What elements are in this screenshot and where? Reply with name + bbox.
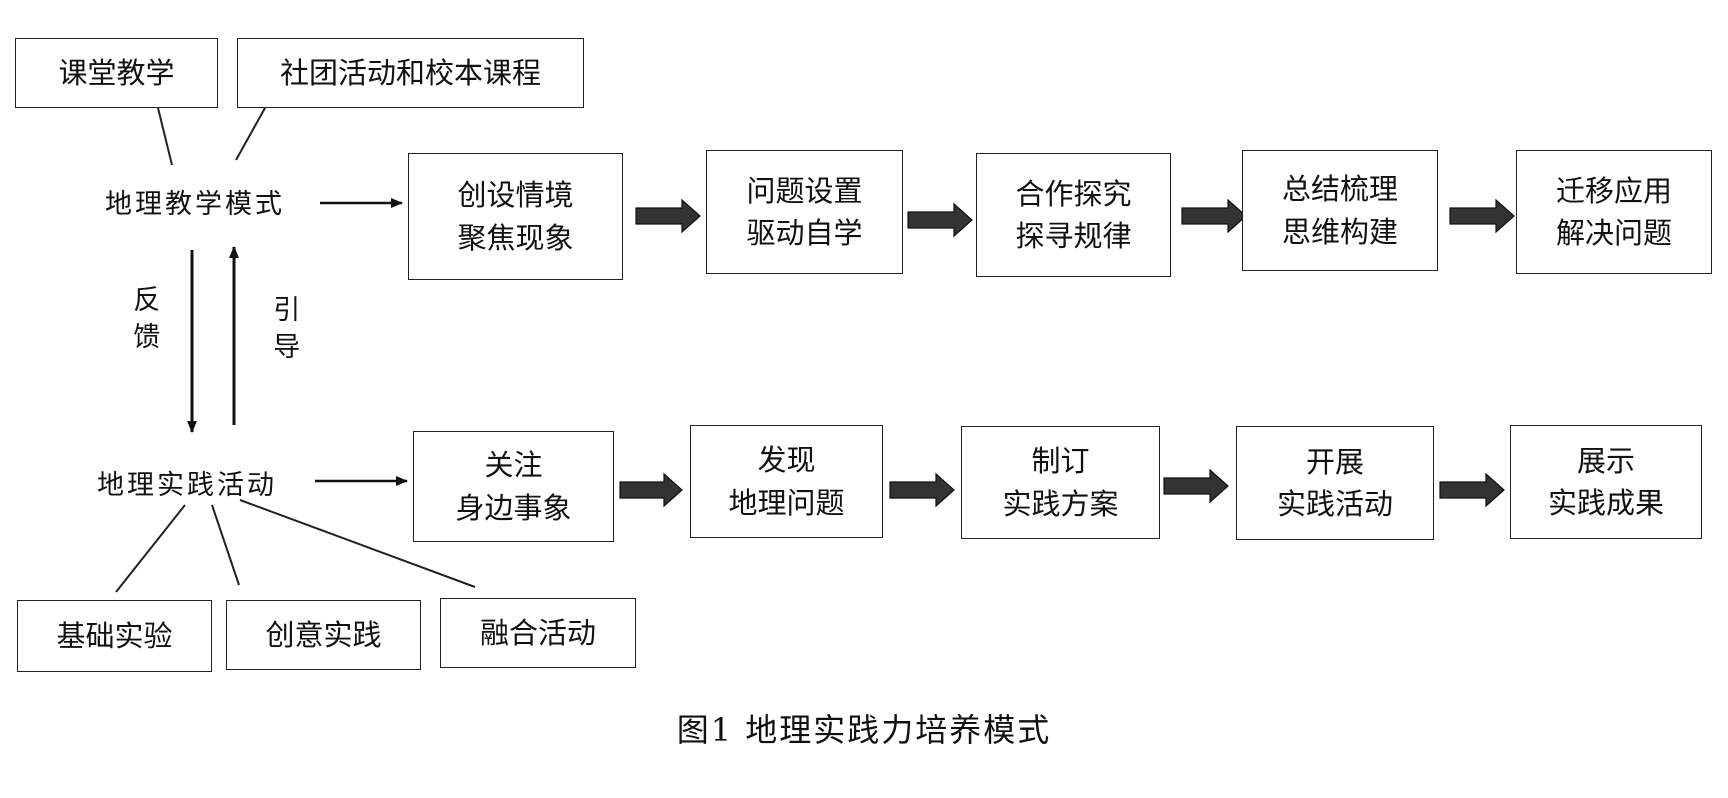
teaching-step-1: 创设情境 聚焦现象 bbox=[408, 153, 623, 280]
guide-label: 引导 bbox=[262, 295, 305, 369]
connector-line bbox=[157, 107, 173, 166]
practice-step-1: 关注 身边事象 bbox=[413, 431, 614, 542]
step-line: 合作探究 bbox=[1015, 176, 1132, 211]
source-box-integrated-activity: 融合活动 bbox=[440, 598, 636, 668]
source-label: 融合活动 bbox=[479, 615, 596, 650]
flow-arrow bbox=[1439, 472, 1505, 508]
flow-arrow bbox=[907, 202, 973, 238]
step-line: 身边事象 bbox=[455, 490, 572, 525]
teaching-step-3: 合作探究 探寻规律 bbox=[976, 153, 1171, 277]
flow-arrow bbox=[635, 198, 701, 234]
step-line: 探寻规律 bbox=[1015, 219, 1132, 253]
step-line: 实践成果 bbox=[1547, 486, 1664, 520]
step-line: 总结梳理 bbox=[1281, 172, 1398, 207]
source-label: 社团活动和校本课程 bbox=[279, 55, 541, 90]
step-line: 聚焦现象 bbox=[457, 220, 574, 255]
practice-step-2: 发现 地理问题 bbox=[690, 425, 883, 538]
step-line: 开展 bbox=[1305, 444, 1364, 479]
practice-step-4: 开展 实践活动 bbox=[1236, 426, 1434, 540]
teaching-mode-label: 地理教学模式 bbox=[105, 189, 285, 220]
flow-arrow bbox=[889, 472, 955, 508]
feedback-text: 反馈 bbox=[128, 285, 160, 359]
step-line: 驱动自学 bbox=[746, 216, 863, 250]
practice-step-5: 展示 实践成果 bbox=[1510, 425, 1702, 539]
step-line: 制订 bbox=[1031, 444, 1090, 479]
figure-caption: 图1 地理实践力培养模式 bbox=[676, 711, 1052, 749]
flow-arrows-top bbox=[635, 198, 1515, 238]
flow-arrows-bottom bbox=[619, 468, 1505, 508]
step-line: 创设情境 bbox=[457, 178, 574, 213]
flow-arrow bbox=[1449, 198, 1515, 234]
connector-line bbox=[235, 107, 266, 161]
source-box-clubs: 社团活动和校本课程 bbox=[237, 38, 584, 108]
source-label: 课堂教学 bbox=[58, 55, 175, 90]
connector-line bbox=[115, 504, 186, 593]
connector-line bbox=[211, 504, 240, 586]
step-line: 实践方案 bbox=[1002, 486, 1119, 521]
teaching-step-2: 问题设置 驱动自学 bbox=[706, 150, 903, 274]
teaching-step-4: 总结梳理 思维构建 bbox=[1242, 150, 1438, 271]
step-line: 关注 bbox=[484, 448, 543, 483]
step-line: 实践活动 bbox=[1276, 487, 1393, 521]
source-box-classroom: 课堂教学 bbox=[15, 38, 218, 108]
step-line: 解决问题 bbox=[1555, 216, 1672, 250]
practice-step-3: 制订 实践方案 bbox=[961, 426, 1160, 539]
flow-arrow bbox=[619, 472, 683, 508]
source-box-basic-experiment: 基础实验 bbox=[17, 600, 212, 672]
step-line: 发现 bbox=[757, 443, 816, 478]
guide-text: 引导 bbox=[268, 295, 300, 369]
step-line: 问题设置 bbox=[746, 173, 863, 208]
flow-arrow bbox=[1163, 468, 1229, 504]
flow-arrow bbox=[1181, 198, 1247, 234]
source-label: 基础实验 bbox=[56, 618, 173, 653]
source-label: 创意实践 bbox=[265, 617, 382, 652]
connector-line bbox=[239, 499, 476, 588]
practice-activity-label: 地理实践活动 bbox=[97, 470, 277, 501]
source-box-creative-practice: 创意实践 bbox=[226, 600, 421, 670]
feedback-label: 反馈 bbox=[122, 285, 165, 359]
step-line: 地理问题 bbox=[728, 485, 845, 520]
step-line: 迁移应用 bbox=[1555, 173, 1672, 208]
teaching-step-5: 迁移应用 解决问题 bbox=[1516, 150, 1712, 274]
step-line: 思维构建 bbox=[1281, 214, 1398, 249]
step-line: 展示 bbox=[1576, 443, 1635, 478]
